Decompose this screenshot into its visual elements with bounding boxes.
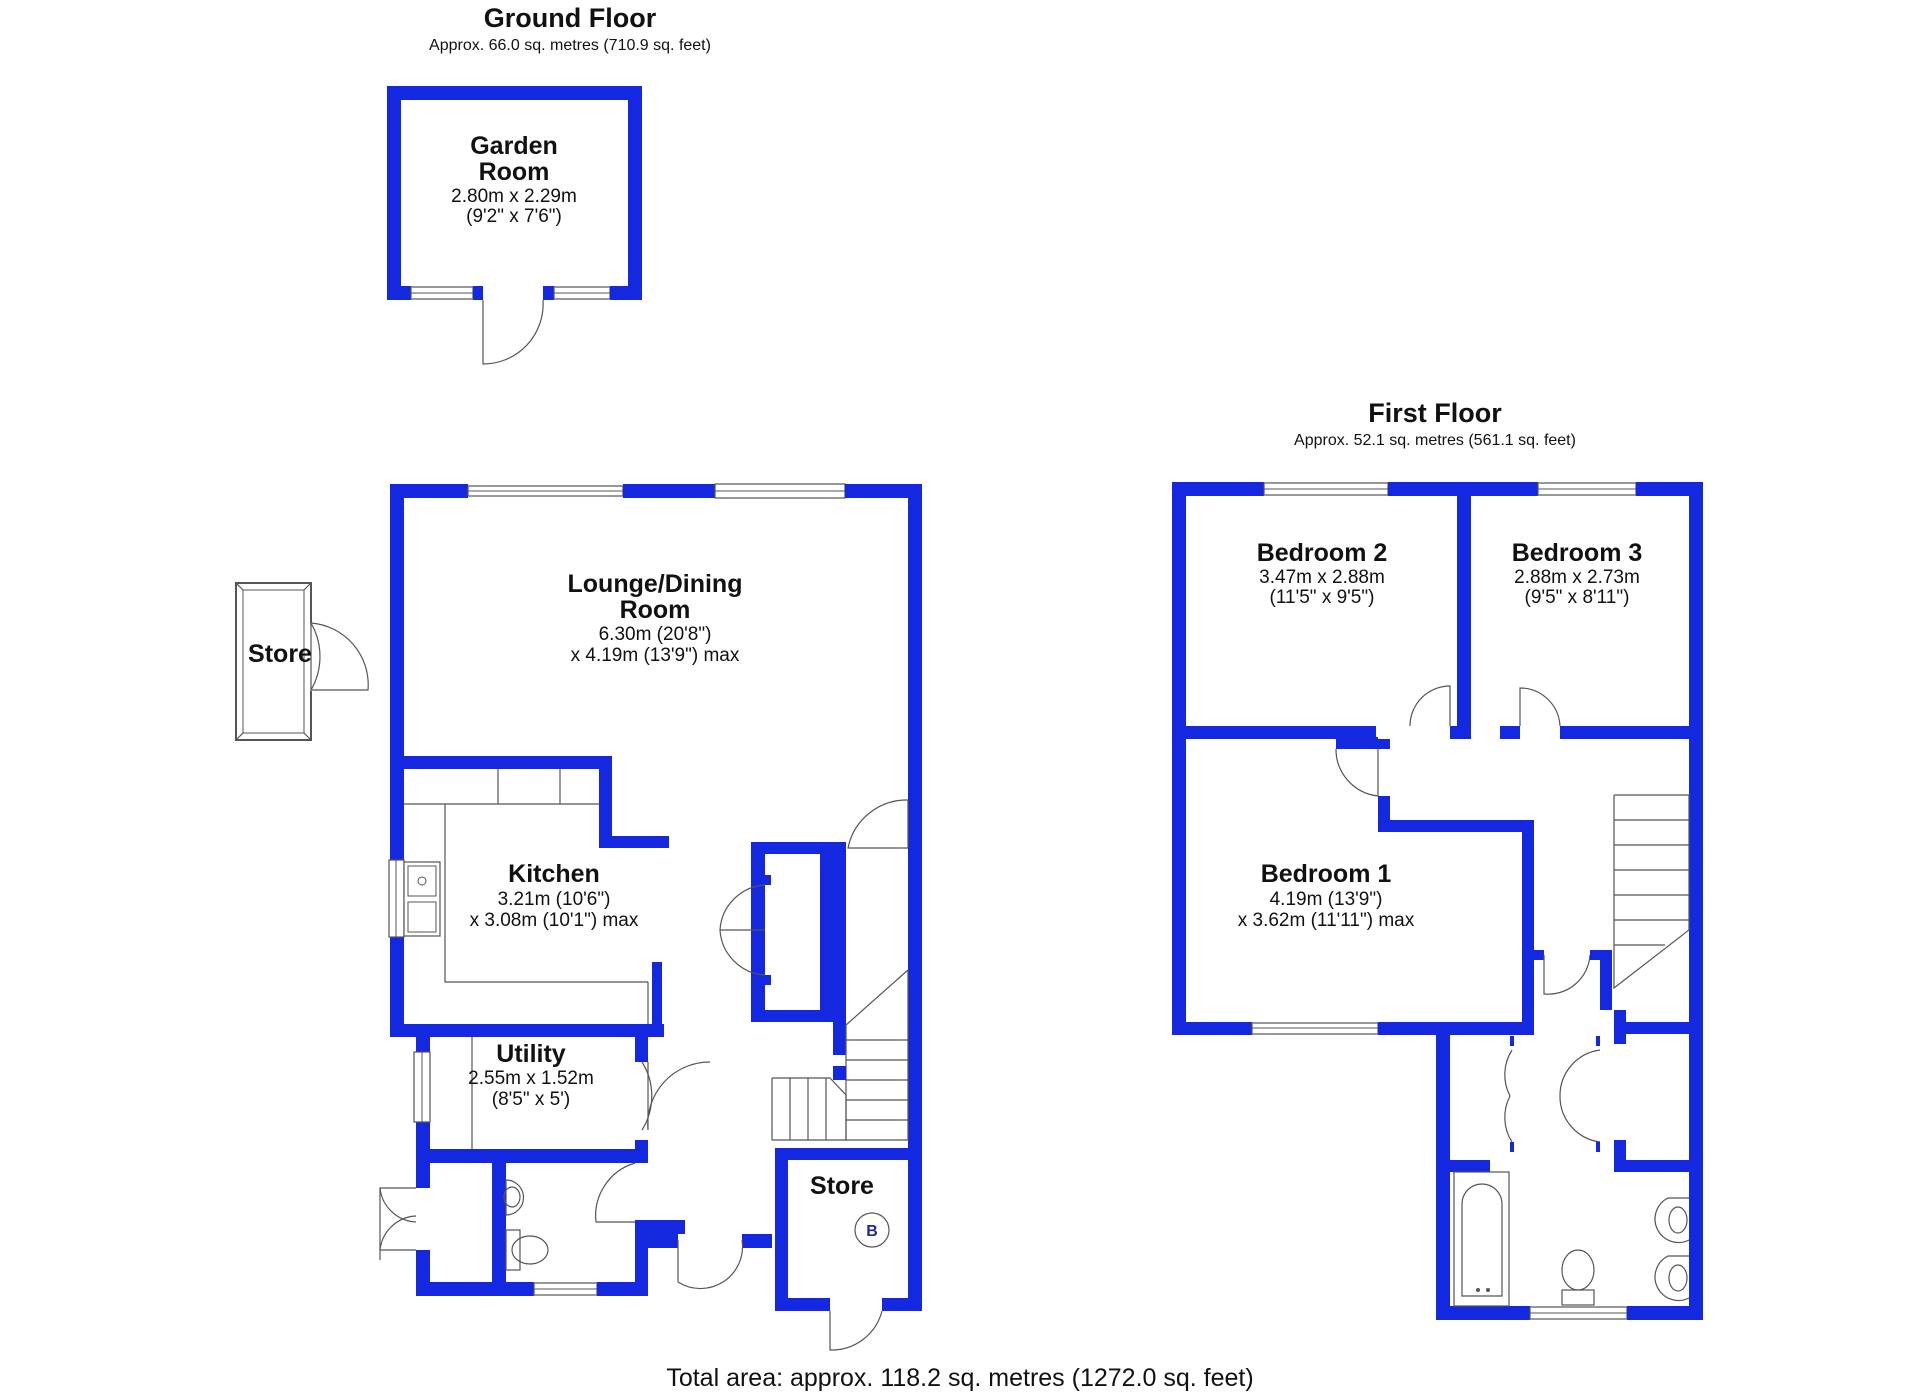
lounge-name-2: Room [620, 596, 691, 624]
bedroom2-dim-2: (11'5" x 9'5") [1270, 587, 1375, 608]
first-floor-staircase [1613, 794, 1690, 990]
outside-store-name: Store [248, 640, 312, 668]
bedroom1-name: Bedroom 1 [1261, 860, 1392, 888]
ground-floor-area: Approx. 66.0 sq. metres (710.9 sq. feet) [429, 37, 711, 54]
bedroom3-dim-1: 2.88m x 2.73m [1514, 567, 1640, 588]
garden-room-dim-1: 2.80m x 2.29m [451, 186, 577, 207]
bedroom1-dim-1: 4.19m (13'9") [1270, 889, 1383, 910]
total-area: Total area: approx. 118.2 sq. metres (12… [666, 1364, 1253, 1392]
utility-dim-1: 2.55m x 1.52m [468, 1068, 594, 1089]
garden-room [387, 86, 642, 365]
garden-room-dim-2: (9'2" x 7'6") [466, 206, 562, 227]
ground-floor-title: Ground Floor [484, 3, 657, 33]
first-floor-title: First Floor [1368, 398, 1502, 428]
bedroom2-dim-1: 3.47m x 2.88m [1259, 567, 1385, 588]
boiler-icon [854, 1212, 890, 1248]
utility-name: Utility [496, 1040, 566, 1068]
garden-room-name-2: Room [479, 158, 550, 186]
bedroom3-name: Bedroom 3 [1512, 539, 1643, 567]
first-floor-plan [1172, 482, 1703, 1320]
bedroom1-dim-2: x 3.62m (11'11") max [1238, 910, 1415, 931]
garden-room-name-1: Garden [470, 132, 558, 160]
first-floor-area: Approx. 52.1 sq. metres (561.1 sq. feet) [1294, 432, 1576, 449]
staircase [771, 968, 909, 1141]
lounge-name-1: Lounge/Dining [568, 570, 743, 598]
boiler-label: B [866, 1223, 878, 1240]
bedroom2-name: Bedroom 2 [1257, 539, 1388, 567]
outside-store [235, 582, 369, 741]
kitchen-name: Kitchen [508, 860, 600, 888]
kitchen-dim-1: 3.21m (10'6") [498, 889, 611, 910]
lounge-dim-2: x 4.19m (13'9") max [571, 645, 740, 666]
ground-floor-plan [379, 483, 922, 1351]
bedroom3-dim-2: (9'5" x 8'11") [1525, 587, 1630, 608]
utility-dim-2: (8'5" x 5') [492, 1089, 570, 1110]
lounge-dim-1: 6.30m (20'8") [599, 624, 712, 645]
inside-store-name: Store [810, 1172, 874, 1200]
kitchen-dim-2: x 3.08m (10'1") max [470, 910, 639, 931]
